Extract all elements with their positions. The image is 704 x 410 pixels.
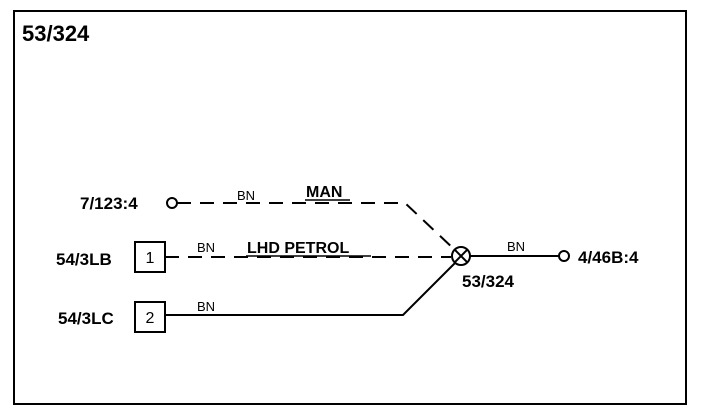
variant-label-lhd-petrol: LHD PETROL bbox=[247, 240, 349, 257]
terminal-right bbox=[558, 250, 570, 262]
wire-color-top: BN bbox=[237, 188, 255, 203]
splice-label: 53/324 bbox=[462, 272, 515, 291]
connector-label-bottom-left: 54/3LC bbox=[58, 309, 114, 328]
wire-color-mid: BN bbox=[197, 240, 215, 255]
diagram-title: 53/324 bbox=[22, 21, 90, 46]
terminal-top-left bbox=[166, 197, 178, 209]
connector-label-mid-left: 54/3LB bbox=[56, 250, 112, 269]
diagram-frame bbox=[13, 10, 687, 405]
connector-label-right: 4/46B:4 bbox=[578, 248, 639, 267]
splice-icon bbox=[451, 246, 471, 266]
pin-number-1: 1 bbox=[146, 250, 155, 267]
wire-bottom-solid bbox=[165, 262, 456, 316]
wire-color-right: BN bbox=[507, 239, 525, 254]
pin-number-2: 2 bbox=[146, 310, 155, 327]
connector-label-top-left: 7/123:4 bbox=[80, 194, 138, 213]
wire-top-dashed bbox=[177, 202, 456, 251]
variant-label-man: MAN bbox=[306, 184, 342, 201]
wire-color-bottom: BN bbox=[197, 299, 215, 314]
pin-box-2 bbox=[134, 301, 166, 333]
